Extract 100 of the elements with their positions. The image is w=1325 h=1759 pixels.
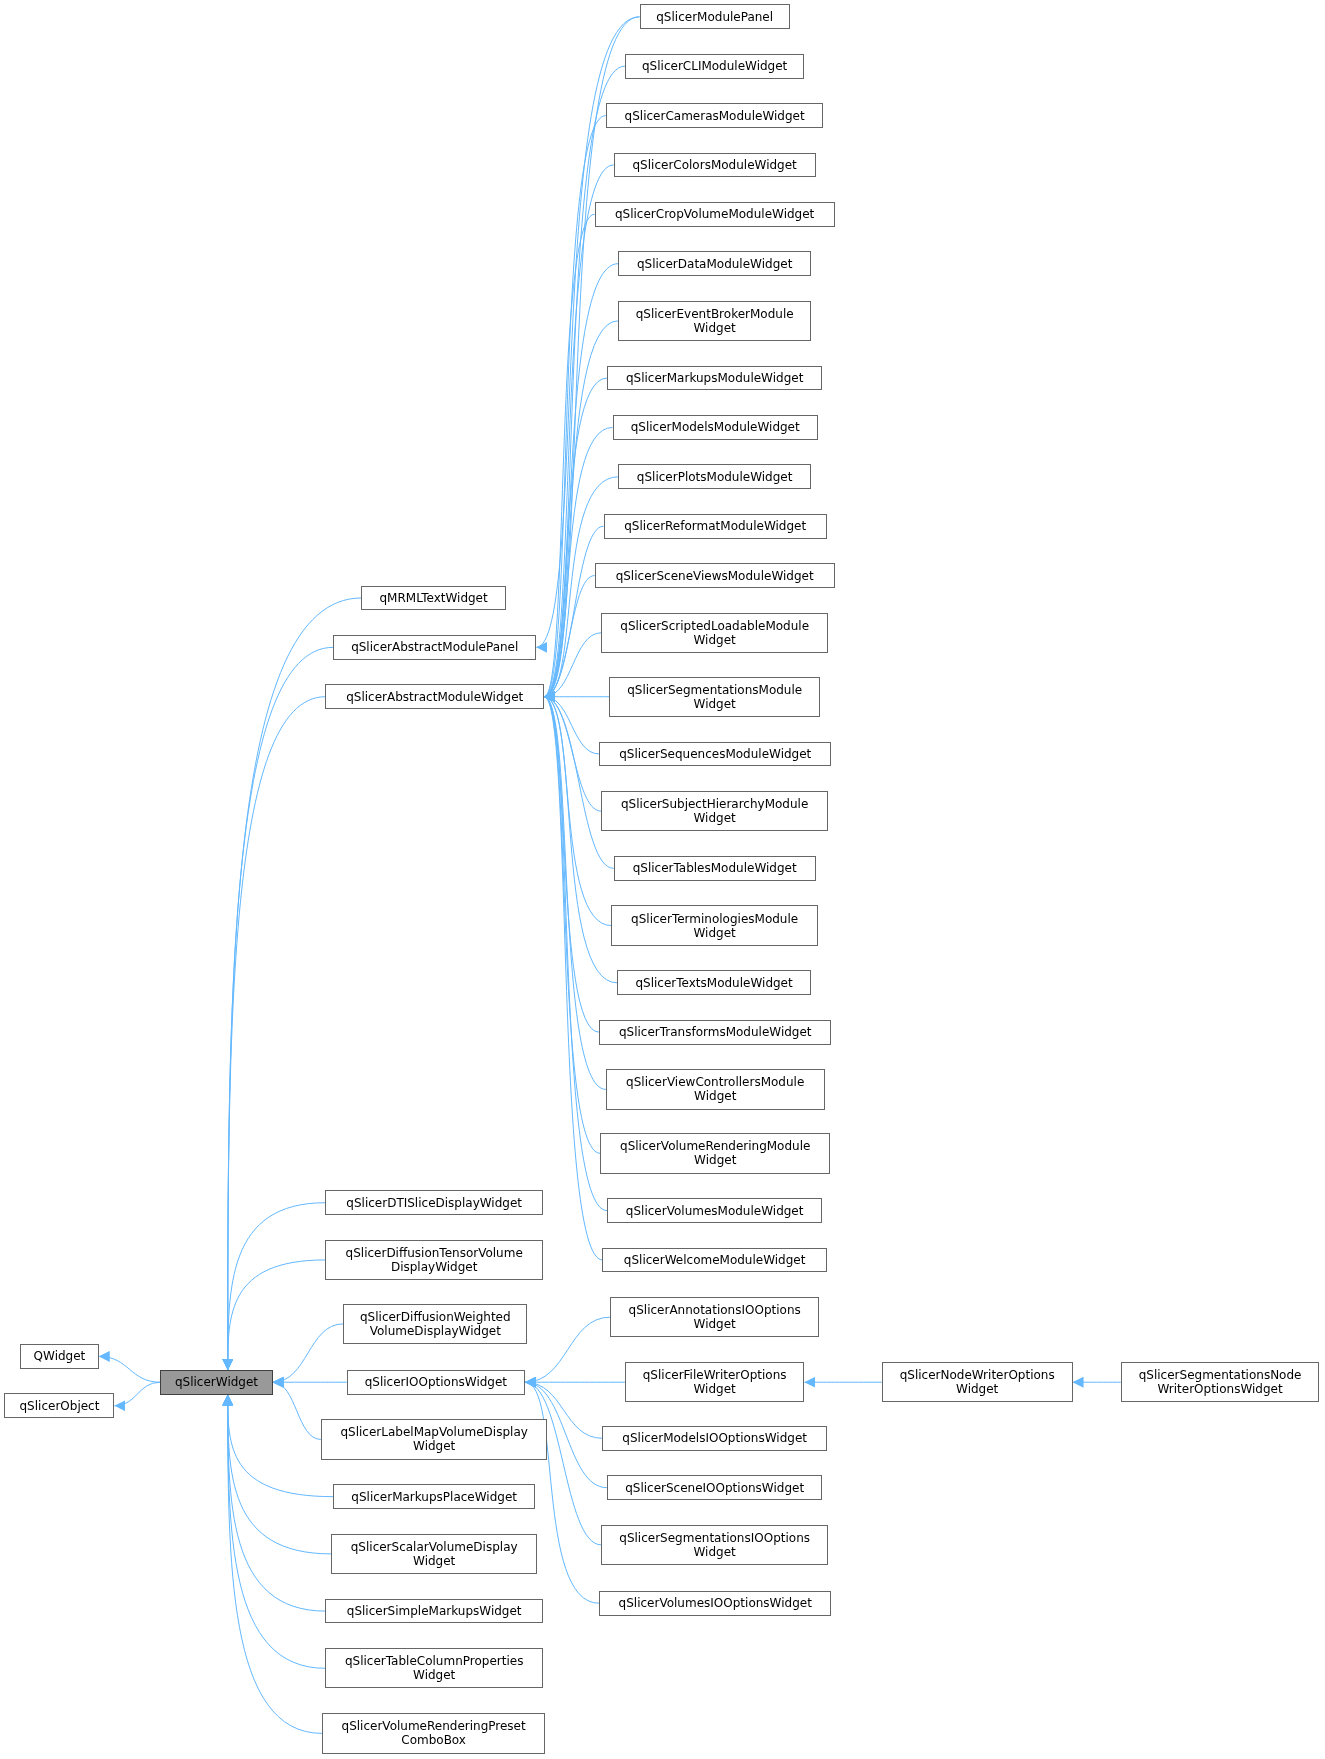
class-box bbox=[599, 1590, 832, 1616]
inheritance-arrow bbox=[1072, 1376, 1122, 1388]
class-name: qSlicerNodeWriterOptions Widget bbox=[898, 1368, 1056, 1397]
class-box bbox=[4, 1393, 115, 1419]
class-box bbox=[20, 1344, 99, 1369]
class-name: qSlicerModulePanel bbox=[656, 9, 774, 24]
class-name: qSlicerLabelMapVolumeDisplay Widget bbox=[339, 1425, 529, 1454]
class-name: qSlicerSubjectHierarchyModule Widget bbox=[620, 797, 810, 826]
class-box bbox=[343, 1303, 528, 1345]
class-box bbox=[600, 1133, 831, 1174]
inheritance-arrow bbox=[222, 1394, 323, 1734]
inheritance-arrow bbox=[272, 1379, 322, 1440]
class-name: qSlicerAbstractModulePanel bbox=[351, 640, 519, 655]
class-name: qSlicerVolumesIOOptionsWidget bbox=[618, 1596, 812, 1611]
class-box bbox=[322, 1713, 546, 1754]
inheritance-arrow bbox=[113, 1381, 161, 1411]
class-box bbox=[606, 1475, 823, 1500]
class-name: qSlicerSequencesModuleWidget bbox=[619, 746, 812, 761]
class-name: qSlicerTerminologiesModule Widget bbox=[630, 911, 800, 940]
class-name: qSlicerColorsModuleWidget bbox=[632, 157, 797, 172]
class-box bbox=[881, 1362, 1073, 1403]
class-box bbox=[612, 415, 818, 440]
class-box bbox=[610, 1296, 819, 1338]
class-box bbox=[601, 790, 828, 832]
inheritance-arrow bbox=[222, 1259, 326, 1371]
class-name: qSlicerDTISliceDisplayWidget bbox=[346, 1195, 522, 1210]
class-box bbox=[611, 905, 818, 946]
class-name: qSlicerSegmentationsModule Widget bbox=[626, 682, 804, 711]
class-box bbox=[639, 4, 790, 30]
class-name: qSlicerReformatModuleWidget bbox=[624, 519, 807, 534]
class-name: qSlicerCropVolumeModuleWidget bbox=[614, 207, 815, 222]
class-name: qSlicerPlotsModuleWidget bbox=[636, 469, 793, 484]
class-box bbox=[594, 563, 835, 588]
class-name: qSlicerSceneViewsModuleWidget bbox=[615, 568, 814, 583]
class-box bbox=[606, 1198, 823, 1223]
class-box bbox=[325, 1598, 543, 1624]
class-name: qSlicerAnnotationsIOOptions Widget bbox=[627, 1303, 802, 1332]
class-box bbox=[617, 970, 812, 996]
class-name: qSlicerVolumeRenderingModule Widget bbox=[619, 1139, 812, 1168]
class-name: qSlicerIOOptionsWidget bbox=[364, 1375, 508, 1390]
class-box bbox=[624, 53, 805, 79]
class-box bbox=[613, 152, 816, 178]
class-name: qSlicerVolumeRenderingPreset ComboBox bbox=[340, 1719, 527, 1748]
class-box bbox=[602, 1247, 827, 1273]
class-box bbox=[361, 585, 506, 611]
class-box bbox=[333, 1484, 536, 1509]
class-name: qSlicerModelsIOOptionsWidget bbox=[622, 1431, 807, 1446]
class-box bbox=[325, 1239, 543, 1281]
class-name: qSlicerDataModuleWidget bbox=[636, 256, 793, 271]
class-box bbox=[325, 1190, 543, 1216]
class-box bbox=[594, 201, 835, 227]
class-box bbox=[618, 300, 812, 342]
class-box bbox=[346, 1369, 526, 1395]
class-box bbox=[601, 612, 828, 653]
class-name: qMRMLTextWidget bbox=[379, 590, 488, 605]
class-name: qSlicerCamerasModuleWidget bbox=[624, 108, 805, 123]
class-name: qSlicerTransformsModuleWidget bbox=[618, 1025, 812, 1040]
class-name: qSlicerObject bbox=[19, 1398, 100, 1413]
class-box bbox=[618, 251, 812, 276]
class-name: qSlicerAbstractModuleWidget bbox=[346, 689, 524, 704]
class-name: qSlicerMarkupsModuleWidget bbox=[625, 371, 804, 386]
class-box bbox=[618, 464, 812, 490]
class-box bbox=[601, 1524, 828, 1566]
class-box bbox=[609, 676, 821, 717]
class-name: qSlicerWelcomeModuleWidget bbox=[623, 1252, 806, 1267]
class-box bbox=[160, 1369, 273, 1395]
class-name: qSlicerCLIModuleWidget bbox=[642, 59, 788, 74]
class-name: qSlicerSegmentationsIOOptions Widget bbox=[618, 1530, 811, 1559]
class-name: qSlicerSegmentationsNode WriterOptionsWidget bbox=[1137, 1368, 1303, 1397]
class-name: qSlicerViewControllersModule Widget bbox=[625, 1075, 806, 1104]
class-box bbox=[624, 1362, 805, 1403]
class-name: qSlicerScriptedLoadableModule Widget bbox=[619, 618, 810, 647]
class-box bbox=[1120, 1362, 1320, 1403]
class-box bbox=[602, 1425, 827, 1451]
class-box bbox=[333, 635, 537, 660]
class-box bbox=[613, 856, 816, 881]
class-name: qSlicerWidget bbox=[174, 1375, 259, 1390]
class-name: qSlicerEventBrokerModule Widget bbox=[634, 306, 795, 335]
class-box bbox=[330, 1533, 538, 1575]
class-name: qSlicerDiffusionTensorVolume DisplayWidget bbox=[344, 1245, 524, 1274]
class-name: qSlicerMarkupsPlaceWidget bbox=[351, 1489, 517, 1504]
class-name: qSlicerScalarVolumeDisplay Widget bbox=[349, 1539, 519, 1568]
class-box bbox=[605, 103, 824, 128]
class-name: qSlicerTableColumnProperties Widget bbox=[343, 1654, 525, 1683]
class-box bbox=[603, 513, 827, 539]
class-name: qSlicerTablesModuleWidget bbox=[632, 861, 797, 876]
class-box bbox=[325, 1648, 543, 1689]
class-name: qSlicerVolumesModuleWidget bbox=[625, 1203, 804, 1218]
class-box bbox=[599, 1019, 832, 1045]
class-box bbox=[320, 1419, 548, 1460]
class-name: qSlicerDiffusionWeighted VolumeDisplayWidget bbox=[359, 1309, 512, 1338]
class-name: qSlicerFileWriterOptions Widget bbox=[641, 1368, 788, 1397]
class-box bbox=[606, 365, 823, 391]
class-name: qSlicerModelsModuleWidget bbox=[630, 420, 800, 435]
class-name: qSlicerTextsModuleWidget bbox=[635, 975, 793, 990]
class-box bbox=[599, 741, 832, 767]
class-name: qSlicerSceneIOOptionsWidget bbox=[625, 1480, 805, 1495]
class-name: QWidget bbox=[33, 1349, 86, 1364]
class-box bbox=[325, 684, 545, 710]
inheritance-arrow bbox=[803, 1376, 883, 1388]
